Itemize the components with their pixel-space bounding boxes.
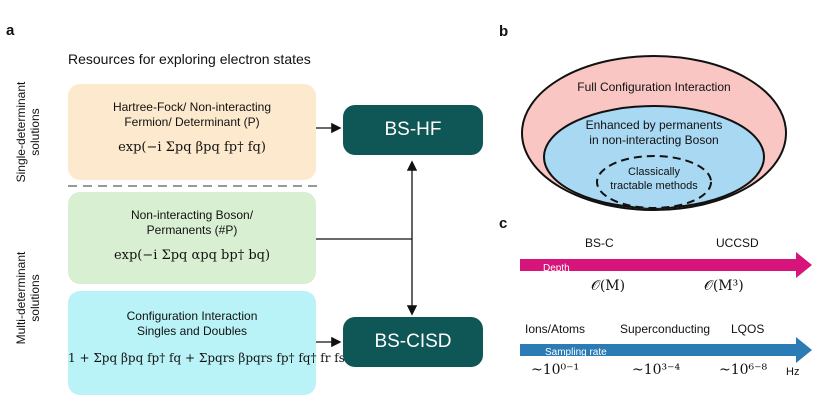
box-configuration-interaction: Configuration Interaction Singles and Do… [68,291,345,395]
side-label-single-line2: solutions [28,108,42,156]
rate-value-ions: ~10⁰⁻¹ [531,362,580,378]
box-boson: Non-interacting Boson/ Permanents (#P) e… [68,192,316,284]
label-permanents: Enhanced by permanents in non-interactin… [554,118,754,148]
depth-arrow-label: Depth [543,263,570,274]
rate-arrow-label: Sampling rate [545,347,607,358]
depth-item-bsc: BS-C [585,236,614,250]
hf-line2: Fermion/ Determinant (P) [124,115,260,129]
label-classical: Classically tractable methods [594,165,714,193]
depth-item-uccsd: UCCSD [716,236,759,250]
boson-line2: Permanents (#P) [146,223,238,237]
side-label-multi-line1: Multi-determinant [14,251,28,345]
ellipse-classical [596,155,712,209]
label-full-ci: Full Configuration Interaction [577,80,731,94]
panel-letter-c: c [499,215,508,232]
label-permanents-line1: Enhanced by permanents [585,118,723,132]
depth-complexity-uccsd: 𝒪(M³) [704,278,744,294]
label-classical-line2: tractable methods [610,180,698,192]
label-classical-line1: Classically [628,166,680,178]
rate-unit: Hz [786,366,800,378]
boson-formula: exp(−i Σpq αpq bp† bq) [113,248,271,263]
target-bs-hf: BS-HF [343,105,483,155]
depth-complexity-bsc: 𝒪(M) [591,278,626,294]
ci-line1: Configuration Interaction [126,309,258,323]
rate-value-superconducting: ~10³⁻⁴ [632,362,681,378]
box-hartree-fock: Hartree-Fock/ Non-interacting Fermion/ D… [68,84,316,180]
rate-item-lqos: LQOS [731,322,765,336]
boson-line1: Non-interacting Boson/ [130,208,254,222]
target-bs-cisd: BS-CISD [343,317,483,367]
panel-letter-b: b [499,23,509,40]
depth-arrow [520,252,812,278]
side-label-multi-line2: solutions [28,274,42,322]
rate-value-lqos: ~10⁶⁻⁸ [719,362,768,378]
rate-item-ions: Ions/Atoms [525,322,586,336]
ci-formula: 1 + Σpq βpq fp† fq + Σpqrs βpqrs fp† fq†… [68,351,345,365]
side-label-single-line1: Single-determinant [14,81,28,183]
panel-letter-a: a [6,22,15,39]
hf-line1: Hartree-Fock/ Non-interacting [112,100,272,114]
panel-a-heading: Resources for exploring electron states [68,51,311,67]
hf-formula: exp(−i Σpq βpq fp† fq) [118,140,266,155]
rate-item-superconducting: Superconducting [620,322,711,336]
label-permanents-line2: in non-interacting Boson [589,133,719,147]
sampling-rate-arrow [520,337,812,363]
ci-line2: Singles and Doubles [136,324,248,338]
